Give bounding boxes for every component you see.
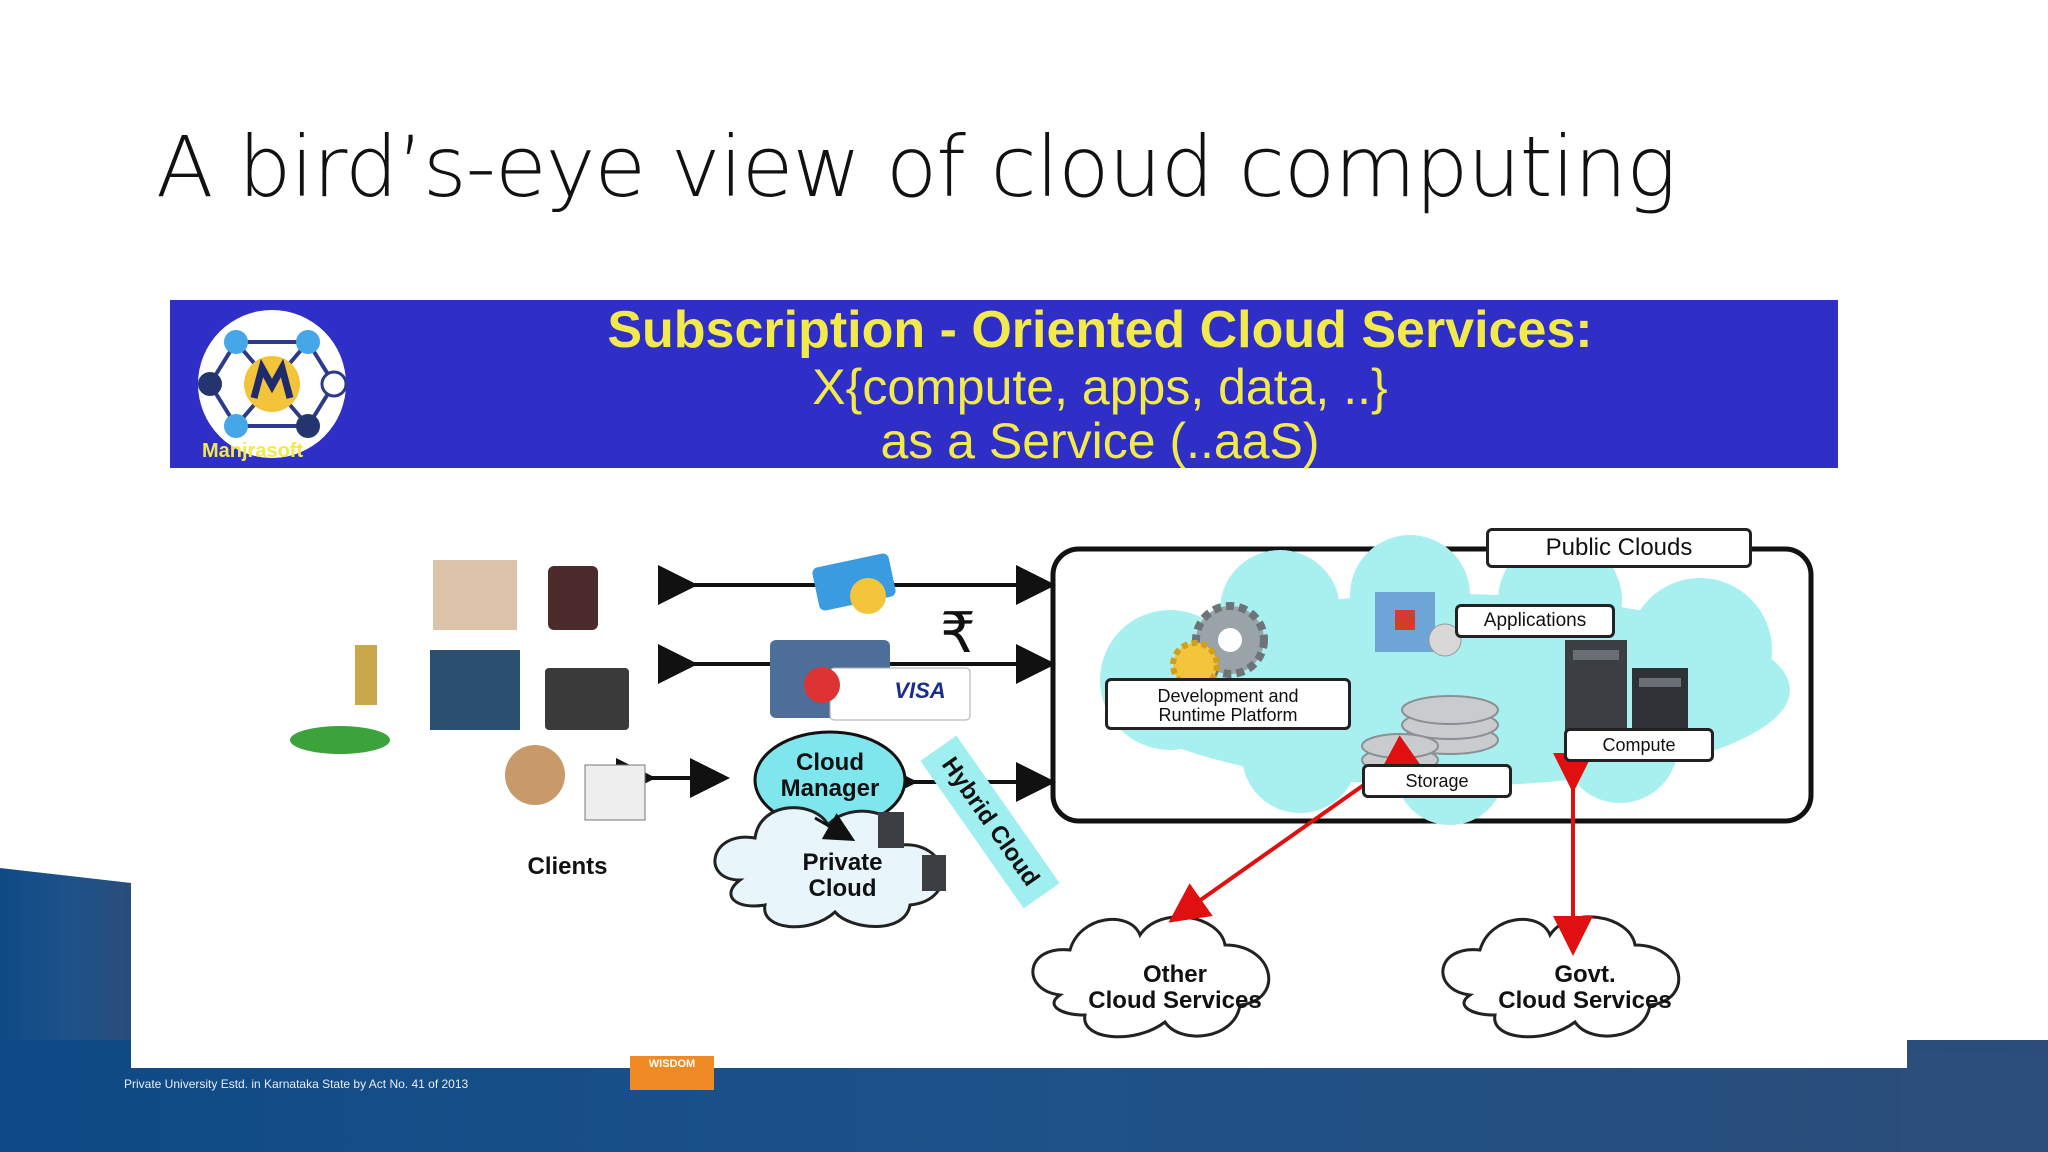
govt-cloud-line1: Govt. [1554,961,1616,988]
public-clouds-label: Public Clouds [1486,528,1752,568]
banner-subtitle-2: as a Service (..aaS) [880,413,1320,469]
private-cloud-line2: Cloud [808,875,877,902]
manjrasoft-logo [198,310,348,458]
cloud-manager-line1: Cloud [796,749,864,776]
govt-cloud-shape [1441,915,1681,1039]
govt-cloud-label: Govt. Cloud Services [1460,962,1710,1014]
banner-title: Subscription - Oriented Cloud Services: [607,301,1593,359]
banner-subtitle: X{compute, apps, data, ..} [812,359,1388,415]
clients-label: Clients [527,853,608,880]
other-cloud-line2: Cloud Services [1088,987,1262,1014]
footer-caption: Private University Estd. in Karnataka St… [124,1077,469,1091]
slide-title: A bird’s-eye view of cloud computing [156,118,1677,216]
storage-label: Storage [1362,764,1512,798]
clients-figures [290,560,646,821]
cloud-manager-label: Cloud Manager [760,750,900,802]
dev-runtime-label: Development and Runtime Platform [1105,678,1351,730]
private-server-icon [878,812,904,848]
private-cloud-label: Private Cloud [770,850,915,902]
private-server-icon-2 [922,855,946,891]
compute-label: Compute [1564,728,1714,762]
dev-runtime-line2: Runtime Platform [1158,704,1298,725]
footer-badge: WISDOM [630,1056,714,1090]
gears-icon [1170,602,1268,690]
govt-cloud-line2: Cloud Services [1498,987,1672,1014]
banner: Manjrasoft Subscription - Oriented Cloud… [170,300,1838,469]
private-cloud-line1: Private [802,849,883,876]
cloud-manager-line2: Manager [780,775,880,802]
other-cloud-label: Other Cloud Services [1050,962,1300,1014]
applications-label: Applications [1455,604,1615,638]
rupee-symbol: ₹ [940,601,976,664]
other-cloud-line1: Other [1142,961,1207,988]
brand-label: Manjrasoft [202,440,304,462]
dev-runtime-line1: Development and [1157,686,1299,706]
other-cloud-shape [1031,915,1271,1039]
payment-icon [770,553,971,721]
applications-icon [1375,592,1462,657]
visa-label: VISA [894,678,946,703]
